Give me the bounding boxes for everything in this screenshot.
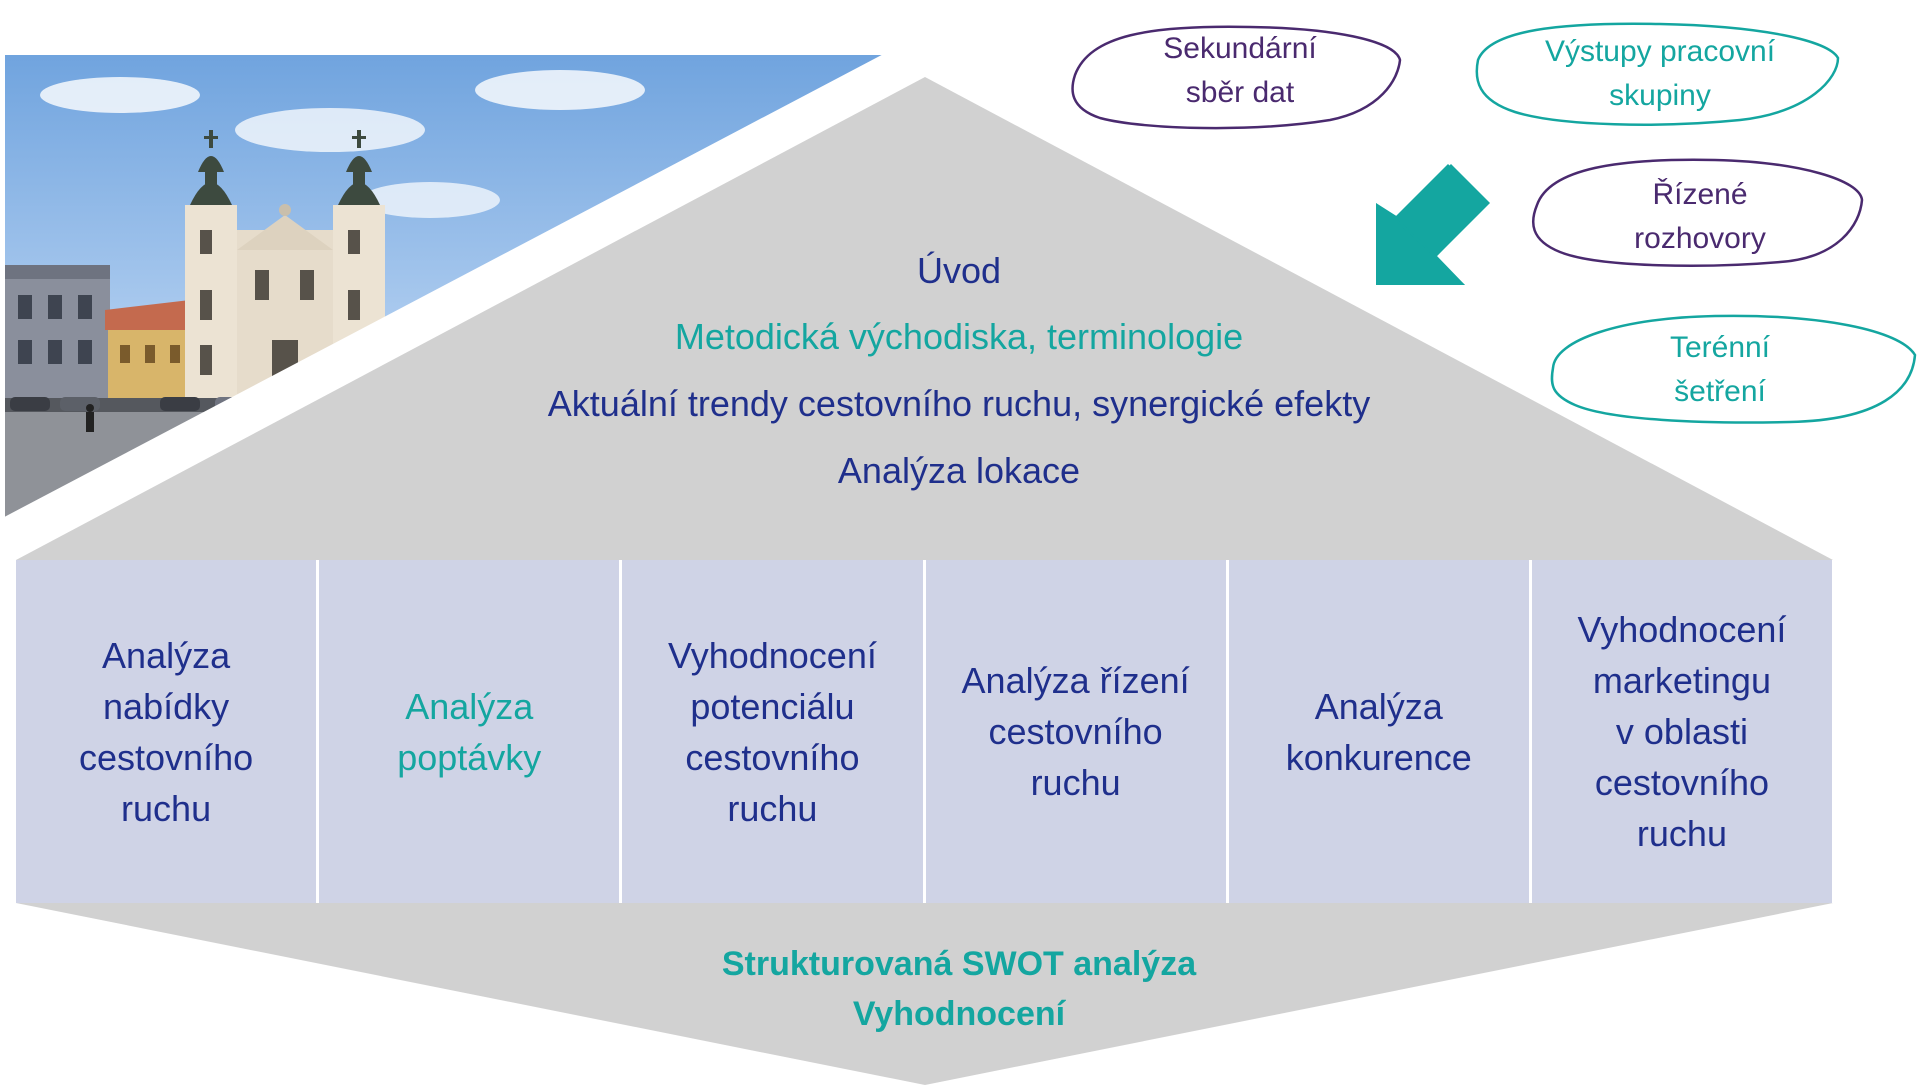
roof-shape (16, 77, 1833, 560)
diagonal-arrow-down-left-icon (1376, 164, 1490, 285)
source-rizene-rozhovory: Řízené rozhovory (1634, 178, 1766, 255)
roof-line-analyza-lokace: Analýza lokace (837, 450, 1081, 491)
pillar-analyza-nabidky: Analýza nabídky cestovního ruchu (16, 560, 320, 903)
pillar-vyhodnoceni-marketingu: Vyhodnocení marketingu v oblasti cestovn… (1577, 609, 1787, 854)
roof-line-uvod: Úvod (916, 250, 1002, 291)
pillar-analyza-poptavky: Analýza poptávky (319, 560, 623, 903)
analysis-pillars: Analýza nabídky cestovního ruchu Analýza… (16, 560, 1832, 903)
source-terenni-setreni: Terénní šetření (1669, 331, 1771, 408)
pillar-vyhodnoceni-potencialu: Vyhodnocení potenciálu cestovního ruchu (622, 560, 926, 903)
base-vyhodnoceni-label: Vyhodnocení (852, 995, 1066, 1033)
pillar-analyza-rizeni: Analýza řízení cestovního ruchu (926, 560, 1229, 903)
source-vystupy-pracovni-skupiny: Výstupy pracovní skupiny (1544, 35, 1776, 112)
source-oval-1 (1071, 25, 1402, 130)
source-oval-2 (1475, 22, 1840, 126)
roof-line-metodicka-vychodiska: Metodická východiska, terminologie (674, 316, 1244, 357)
base-chevron-shape (16, 903, 1833, 1085)
base-swot-label: Strukturovaná SWOT analýza (721, 945, 1197, 983)
source-oval-4 (1550, 314, 1917, 424)
pillar-analyza-konkurence: Analýza konkurence (1229, 560, 1532, 903)
source-sekundarni-sber-dat: Sekundární sběr dat (1163, 32, 1317, 109)
source-oval-3 (1531, 158, 1864, 267)
roof-line-aktualni-trendy: Aktuální trendy cestovního ruchu, synerg… (547, 383, 1371, 424)
